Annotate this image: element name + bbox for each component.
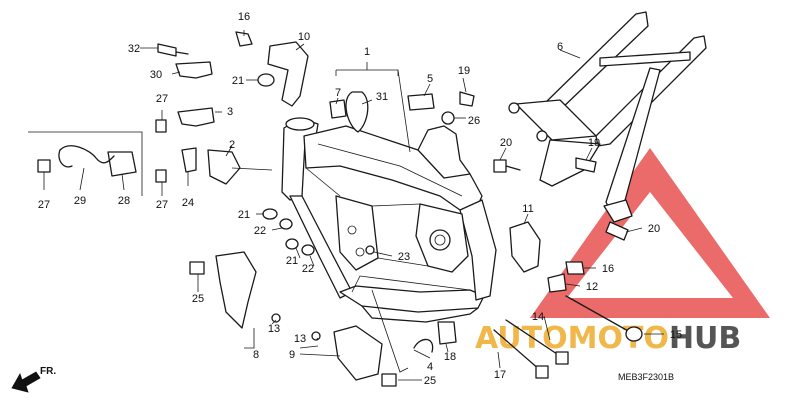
callout-17: 17 [494,369,506,381]
callout-24: 24 [182,197,194,209]
callout-32: 32 [128,43,140,55]
callout-21-low: 21 [286,255,298,267]
callout-31: 31 [376,91,388,103]
callout-11: 11 [522,203,533,215]
callout-15: 15 [670,329,682,341]
callout-13-right: 13 [294,333,306,345]
callout-21-mid: 21 [238,209,250,221]
callout-28: 28 [118,195,130,207]
watermark-triangle [530,148,770,318]
callout-13-left: 13 [268,323,280,335]
diagram-code: MEB3F2301B [618,372,674,382]
callout-1: 1 [364,46,370,58]
main-frame [281,117,497,323]
callout-22-low: 22 [302,263,314,275]
callout-19-top: 19 [458,65,470,77]
callout-16-right: 16 [602,263,614,275]
callout-19-right: 19 [588,137,600,149]
callout-4: 4 [427,361,433,373]
callout-3: 3 [227,106,233,118]
callout-labels: 1 2 3 4 5 6 7 8 9 10 11 12 13 13 14 15 1… [38,11,682,387]
callout-14: 14 [532,311,544,323]
callout-26: 26 [468,115,480,127]
callout-27-top: 27 [156,93,168,105]
callout-8: 8 [253,349,259,361]
callout-29: 29 [74,195,86,207]
leader-lines [28,30,664,381]
callout-21-top: 21 [232,75,244,87]
callout-23: 23 [398,251,410,263]
front-direction-arrow: FR. [11,366,56,393]
callout-12: 12 [586,281,598,293]
callout-27-left: 27 [38,199,50,211]
callout-22-mid: 22 [254,225,266,237]
arrow-icon [11,371,41,393]
callout-6: 6 [557,41,563,53]
callout-27-mid: 27 [156,199,168,211]
callout-30: 30 [150,69,162,81]
callout-25-left: 25 [192,293,204,305]
callout-16-top: 16 [238,11,250,23]
callout-5: 5 [427,73,433,85]
callout-20-right: 20 [648,223,660,235]
callout-2: 2 [229,139,235,151]
callout-9: 9 [289,349,295,361]
front-label: FR. [40,366,56,377]
rear-subframe [508,11,707,223]
callout-18: 18 [444,351,456,363]
callout-10: 10 [298,31,310,43]
fasteners [37,31,643,387]
callout-20-left: 20 [500,137,512,149]
callout-25-bottom: 25 [424,375,436,387]
callout-7: 7 [335,87,341,99]
